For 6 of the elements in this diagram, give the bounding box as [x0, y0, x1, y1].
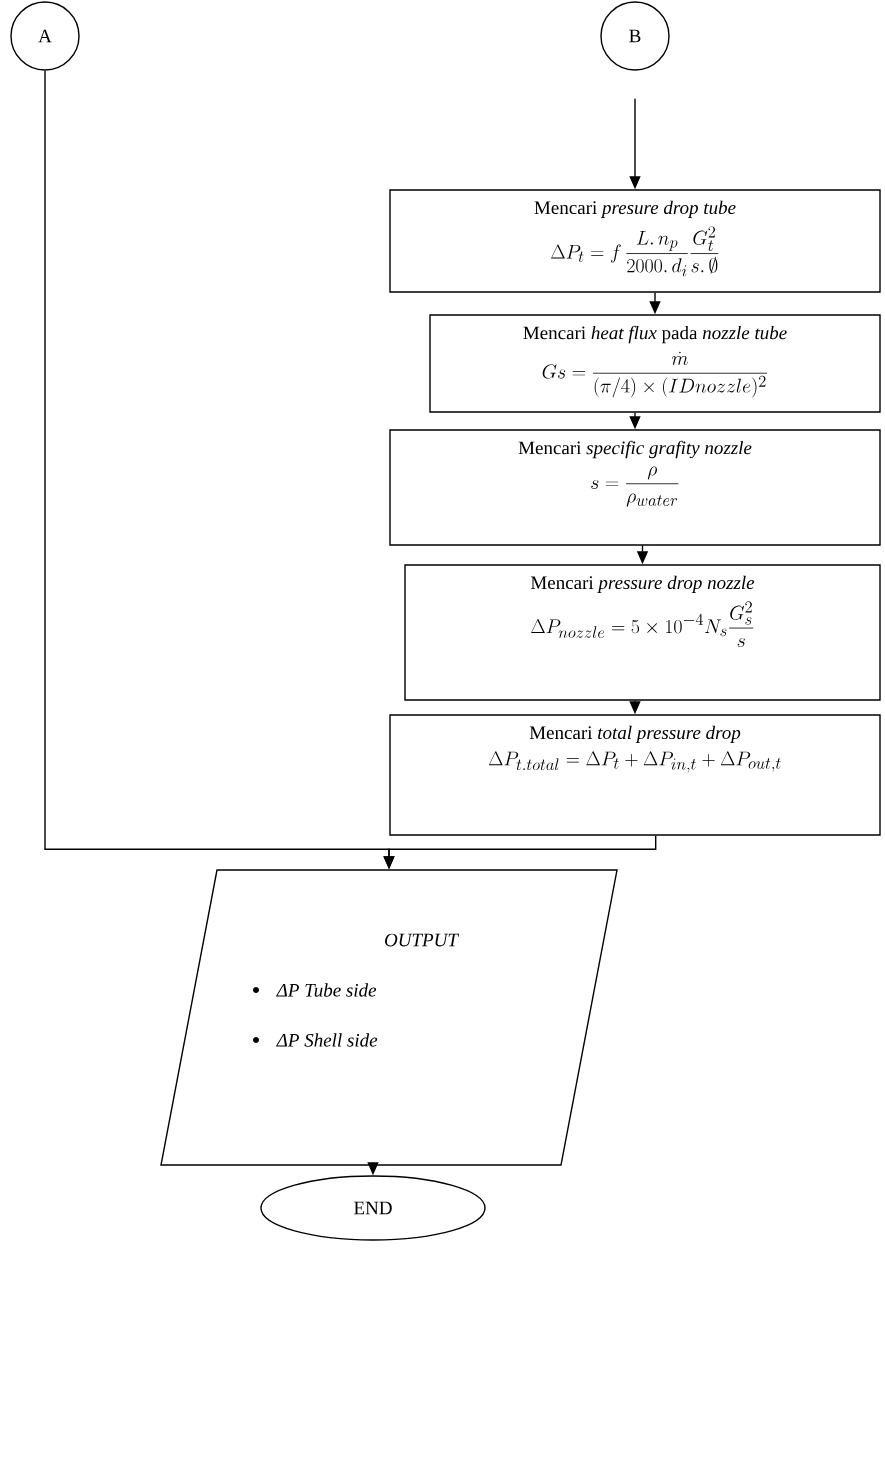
- process-box: Mencari heat flux pada nozzle tube $Gs = \frac{\dot{m}}{(\pi/4)\times(IDnozzle)^2}$: [429, 314, 881, 413]
- process-box: Mencari pressure drop nozzle $\Delta P_{nozzle} = 5\times10^{-4} N_s \frac{G_s^2}{s}$: [404, 564, 881, 701]
- output-parallelogram: OUTPUT ΔP Tube side ΔP Shell side: [160, 869, 618, 1166]
- process-box: Mencari specific grafity nozzle $s = \frac{\rho}{\rho_{water}}$: [389, 429, 881, 546]
- process-box: Mencari presure drop tube $\Delta P_t = f\,\frac{L.\,n_p}{2000.\,d_i}\frac{G_t^2}{s.\,\emptyset}$: [389, 189, 881, 293]
- process-box: Mencari total pressure drop $\Delta P_{t.total} = \Delta P_t + \Delta P_{in,t} + \Delta P_{out,t}$: [389, 714, 881, 836]
